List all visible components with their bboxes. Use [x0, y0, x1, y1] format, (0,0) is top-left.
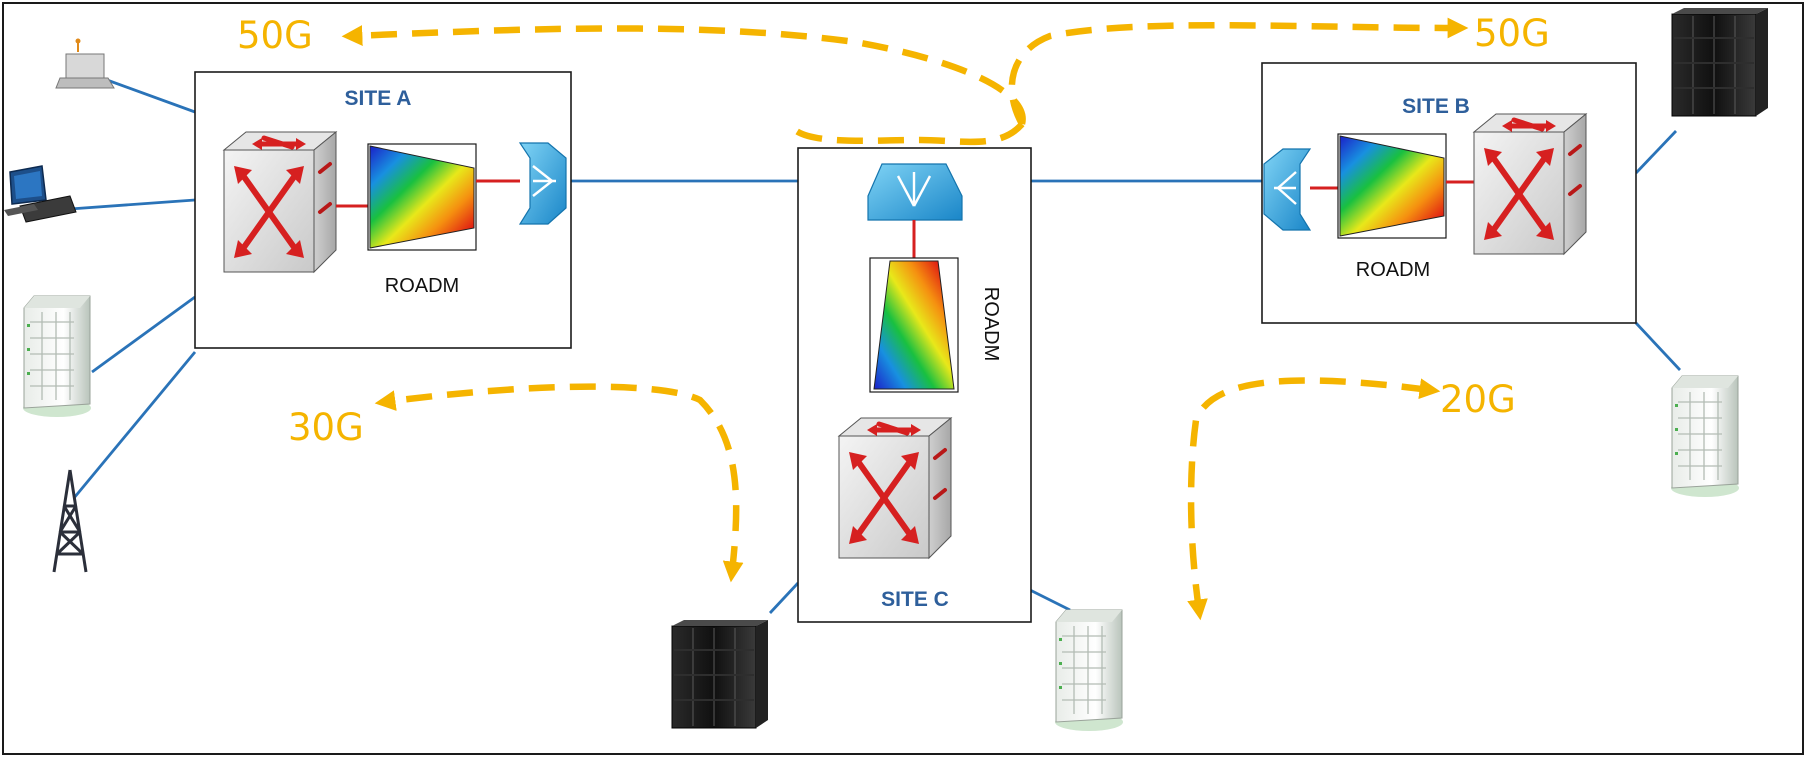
- laptop-icon: [55, 38, 115, 89]
- site-a-roadm-label: ROADM: [385, 275, 459, 297]
- link-site-b-rack: [1634, 130, 1678, 174]
- rate-label-50g-left: 50G: [237, 14, 313, 57]
- cell-tower-icon: [52, 469, 88, 573]
- office-building-icon-left: [22, 295, 92, 418]
- site-b-roadm-icon: [1337, 133, 1447, 239]
- traffic-path-30g: [374, 383, 744, 583]
- site-a-roadm-icon: [367, 143, 477, 251]
- site-b-title: SITE B: [1402, 95, 1470, 118]
- link-building-left: [91, 295, 196, 374]
- traffic-path-50g-right: [1008, 17, 1469, 126]
- link-tower: [72, 351, 197, 499]
- server-rack-icon-site-c: [671, 619, 769, 729]
- site-a-coupler-icon: [518, 142, 567, 225]
- traffic-path-20g: [1187, 377, 1441, 621]
- site-c-roadm-label: ROADM: [980, 287, 1002, 361]
- rate-label-20g: 20G: [1440, 378, 1516, 421]
- desktop-computer-icon: [4, 165, 77, 223]
- site-b-coupler-icon: [1263, 148, 1312, 231]
- traffic-path-50g-bottom: [787, 121, 1025, 146]
- site-a-title: SITE A: [345, 87, 412, 110]
- site-c-roadm-icon: [869, 257, 959, 393]
- office-building-icon-site-c: [1054, 609, 1124, 732]
- rate-label-30g: 30G: [288, 406, 364, 449]
- traffic-path-50g-left: [341, 25, 1026, 125]
- traffic-arrows: [341, 17, 1469, 621]
- site-c-title: SITE C: [881, 588, 949, 611]
- site-b-switch-icon: [1474, 114, 1586, 254]
- link-laptop: [95, 74, 196, 114]
- site-c-switch-icon: [839, 418, 951, 558]
- site-c-coupler-icon: [867, 163, 963, 221]
- site-b: SITE B ROADM: [1261, 62, 1637, 324]
- site-a-switch-icon: [224, 132, 336, 272]
- link-site-b-building: [1634, 322, 1682, 371]
- rate-label-50g-right: 50G: [1474, 12, 1550, 55]
- office-building-icon-site-b: [1670, 375, 1740, 498]
- site-a: SITE A ROADM: [194, 71, 572, 349]
- link-site-c-rack: [768, 582, 800, 614]
- site-c: ROADM SITE C: [797, 147, 1032, 623]
- server-rack-icon-site-b: [1671, 7, 1769, 117]
- site-b-roadm-label: ROADM: [1356, 259, 1430, 281]
- link-desktop: [69, 198, 196, 211]
